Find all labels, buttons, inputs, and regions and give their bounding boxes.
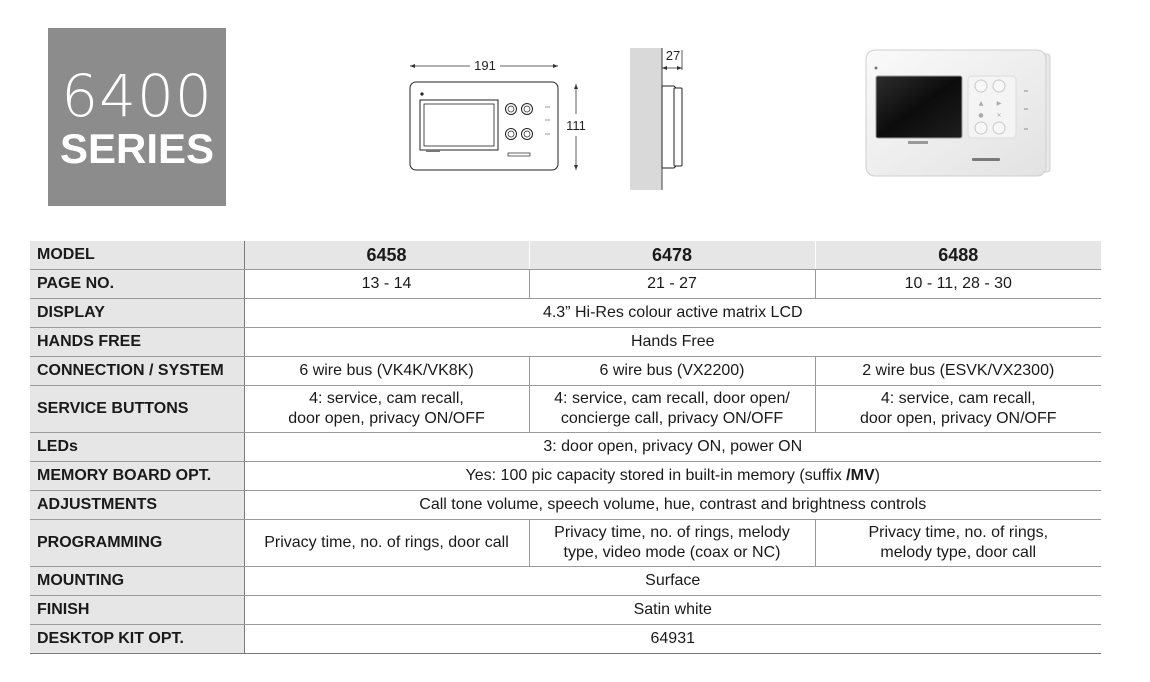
- row-label: HANDS FREE: [30, 327, 245, 357]
- table-cell: 6 wire bus (VX2200): [528, 356, 815, 386]
- series-number: 6400: [61, 62, 213, 130]
- table-cell: Privacy time, no. of rings, door call: [243, 519, 529, 567]
- cell-text: /MV: [846, 467, 875, 484]
- product-photo: ▲ ▶ ● ✕: [865, 49, 1051, 177]
- cell-text: melody type, door call: [880, 544, 1037, 561]
- table-cell: Privacy time, no. of rings, melody type, …: [528, 519, 815, 567]
- cell-text: Privacy time, no. of rings, melody: [554, 524, 790, 541]
- table-cell: 4: service, cam recall, door open/concie…: [528, 385, 815, 433]
- cell-text: Privacy time, no. of rings,: [868, 524, 1049, 541]
- depth-dimension: 27: [666, 48, 680, 63]
- table-cell: 2 wire bus (ESVK/VX2300): [814, 356, 1101, 386]
- row-label: SERVICE BUTTONS: [30, 385, 245, 433]
- series-word: SERIES: [59, 125, 215, 172]
- table-cell: Hands Free: [243, 327, 1101, 357]
- table-cell: 13 - 14: [243, 269, 529, 299]
- svg-text:▲: ▲: [979, 100, 984, 107]
- table-cell: 4.3” Hi-Res colour active matrix LCD: [243, 298, 1101, 328]
- row-label: MOUNTING: [30, 566, 245, 596]
- width-dimension: 191: [474, 58, 496, 73]
- cell-text: 4: service, cam recall, door open/: [554, 390, 790, 407]
- table-row: DESKTOP KIT OPT.64931: [30, 624, 1101, 654]
- row-label: DISPLAY: [30, 298, 245, 328]
- table-cell: 4: service, cam recall, door open, privac…: [814, 385, 1101, 433]
- table-cell: 10 - 11, 28 - 30: [814, 269, 1101, 299]
- cell-text: concierge call, privacy ON/OFF: [560, 410, 784, 427]
- cell-text: door open, privacy ON/OFF: [288, 410, 485, 427]
- table-row: MEMORY BOARD OPT. Yes: 100 pic capacity s…: [30, 461, 1101, 491]
- model-header-cell: 6458: [243, 241, 529, 270]
- table-cell: 3: door open, privacy ON, power ON: [243, 432, 1101, 462]
- row-label: MEMORY BOARD OPT.: [30, 461, 245, 491]
- row-label: DESKTOP KIT OPT.: [30, 624, 245, 654]
- cell-text: ): [874, 467, 880, 484]
- side-view-drawing: 27: [630, 48, 683, 190]
- table-cell: 21 - 27: [528, 269, 815, 299]
- table-cell: 6 wire bus (VK4K/VK8K): [243, 356, 529, 386]
- table-cell: Surface: [243, 566, 1101, 596]
- svg-text:▶: ▶: [997, 100, 1002, 107]
- table-cell: Call tone volume, speech volume, hue, co…: [243, 490, 1101, 520]
- cell-text: 4: service, cam recall,: [880, 390, 1036, 407]
- model-header-cell: 6488: [814, 241, 1101, 270]
- table-row: SERVICE BUTTONS 4: service, cam recall, do…: [30, 385, 1101, 433]
- height-dimension: 111: [566, 118, 586, 133]
- series-badge: 6400 SERIES: [48, 28, 226, 206]
- row-label: PAGE NO.: [30, 269, 245, 299]
- row-label: ADJUSTMENTS: [30, 490, 245, 520]
- svg-text:●: ●: [978, 112, 983, 119]
- front-view-drawing: 191 111: [409, 58, 586, 171]
- table-cell: 64931: [243, 624, 1101, 654]
- cell-text: door open, privacy ON/OFF: [859, 410, 1057, 427]
- svg-text:✕: ✕: [996, 112, 1001, 119]
- cell-text: type, video mode (coax or NC): [563, 544, 781, 561]
- table-cell: 4: service, cam recall, door open, privac…: [243, 385, 529, 433]
- table-cell: Satin white: [243, 595, 1101, 625]
- row-label: MODEL: [30, 241, 245, 270]
- table-cell: Privacy time, no. of rings, melody type, …: [814, 519, 1101, 567]
- row-label: LEDs: [30, 432, 245, 462]
- model-header-cell: 6478: [528, 241, 815, 270]
- table-cell: Yes: 100 pic capacity stored in built-in…: [243, 461, 1101, 491]
- cell-text: 4: service, cam recall,: [309, 390, 464, 407]
- cell-text: Yes: 100 pic capacity stored in built-in…: [465, 467, 847, 484]
- row-label: CONNECTION / SYSTEM: [30, 356, 245, 386]
- row-label: FINISH: [30, 595, 245, 625]
- row-label: PROGRAMMING: [30, 519, 245, 567]
